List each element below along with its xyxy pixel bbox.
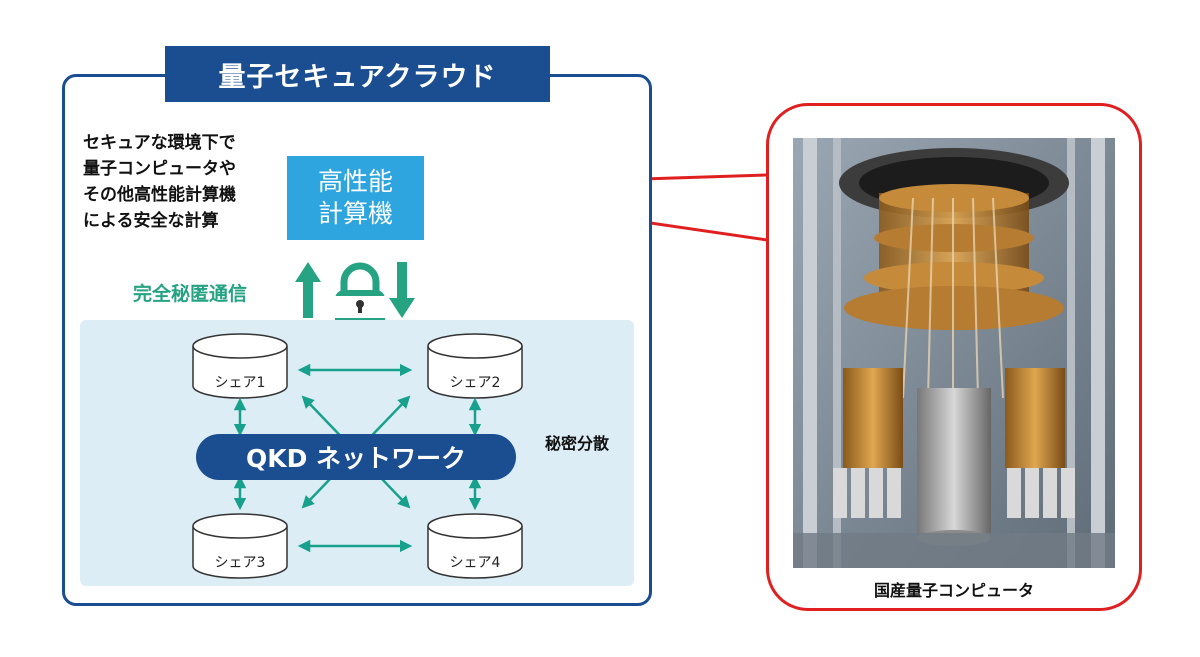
share-3-label: シェア3 [214, 555, 266, 571]
up-arrow-icon [295, 262, 321, 318]
share-1-label: シェア1 [214, 375, 266, 391]
share-2-label: シェア2 [449, 375, 501, 391]
down-arrow-icon [389, 262, 415, 318]
share-1-cylinder [192, 333, 288, 399]
share-4-cylinder [427, 513, 523, 579]
hpc-box: 高性能 計算機 [287, 156, 424, 240]
quantum-computer-callout [766, 103, 1142, 611]
share-4-label: シェア4 [449, 555, 501, 571]
qkd-network-pill: QKD ネットワーク [196, 434, 516, 480]
cloud-title: 量子セキュアクラウド [165, 46, 550, 102]
share-3-cylinder [192, 513, 288, 579]
quantum-computer-caption: 国産量子コンピュータ [873, 581, 1034, 600]
share-2-cylinder [427, 333, 523, 399]
secret-sharing-label: 秘密分散 [545, 434, 610, 453]
secure-comm-label: 完全秘匿通信 [133, 283, 248, 305]
secure-environment-description: セキュアな環境下で 量子コンピュータや その他高性能計算機 による安全な計算 [83, 133, 236, 231]
quantum-computer-photo [793, 138, 1115, 568]
